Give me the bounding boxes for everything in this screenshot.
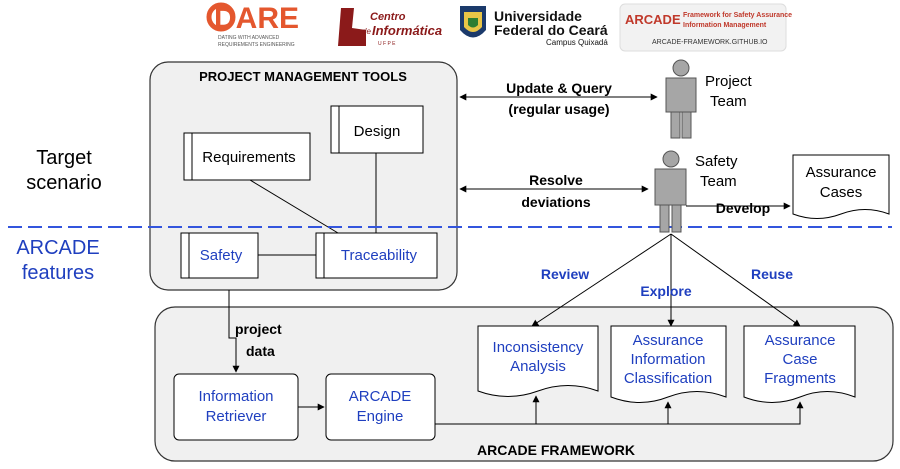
fragments-label-2: Case	[782, 351, 817, 368]
assurance-cases-label-2: Cases	[820, 184, 863, 201]
safety-team-label-2: Team	[700, 173, 737, 190]
requirements-trace-link	[249, 179, 339, 234]
pmt-title: PROJECT MANAGEMENT TOOLS	[199, 69, 407, 84]
cin-emblem-icon	[338, 8, 366, 46]
arcade-logo: ARCADE Framework for Safety Assurance In…	[619, 3, 792, 52]
design-module	[330, 105, 424, 154]
develop-label: Develop	[716, 200, 770, 216]
project-team-label-2: Team	[710, 93, 747, 110]
target-scenario-label-2: scenario	[26, 172, 102, 194]
traceability-module	[315, 232, 438, 279]
arcade-framework-title: ARCADE FRAMEWORK	[477, 442, 635, 458]
traceability-label: Traceability	[341, 247, 418, 264]
target-scenario-label-1: Target	[36, 147, 92, 169]
arcade-logo-line-1: Framework for Safety Assurance	[683, 12, 792, 19]
project-data-label-1: project	[235, 321, 282, 337]
safety-team-person-icon	[654, 150, 687, 233]
ufc-line-2: Federal do Ceará	[494, 22, 608, 38]
classification-label-2: Information	[630, 351, 705, 368]
cin-line-2b: Informática	[372, 23, 442, 38]
update-query-label-2: (regular usage)	[508, 101, 609, 117]
resolve-label-1: Resolve	[529, 172, 583, 188]
arcade-logo-url: ARCADE-FRAMEWORK.GITHUB.IO	[652, 39, 768, 46]
project-team-label-1: Project	[705, 73, 753, 90]
assurance-cases-label-1: Assurance	[806, 164, 877, 181]
arcade-features-label-2: features	[22, 262, 94, 284]
engine-to-fragments-arrow	[668, 401, 804, 425]
information-retriever-box	[173, 373, 299, 441]
resolve-label-2: deviations	[521, 194, 590, 210]
review-label: Review	[541, 266, 589, 282]
design-label: Design	[354, 123, 401, 140]
ufc-logo: Universidade Federal do Ceará Campus Qui…	[460, 6, 608, 47]
arcade-logo-line-2: Information Management	[683, 22, 767, 29]
reuse-label: Reuse	[751, 266, 793, 282]
inconsistency-label-2: Analysis	[510, 358, 566, 375]
classification-label-3: Classification	[624, 370, 712, 387]
dare-logo: DARE DATING WITH ADVANCED REQUIREMENTS E…	[206, 2, 299, 48]
project-team-person-icon	[665, 59, 697, 139]
explore-label: Explore	[640, 283, 692, 299]
update-query-label-1: Update & Query	[506, 80, 612, 96]
safety-label: Safety	[200, 247, 243, 264]
project-data-arrow	[228, 290, 240, 373]
assurance-cases-doc	[792, 154, 890, 219]
classification-label-1: Assurance	[633, 332, 704, 349]
dare-logo-text: DARE	[214, 2, 299, 35]
safety-team-label-1: Safety	[695, 153, 738, 170]
fragments-label-1: Assurance	[765, 332, 836, 349]
assurance-information-classification-doc	[610, 325, 727, 403]
dare-ring-icon	[206, 2, 236, 32]
assurance-case-fragments-doc	[743, 325, 856, 403]
dare-tagline-2: REQUIREMENTS ENGINEERING	[218, 42, 295, 48]
reuse-arrow	[670, 233, 801, 327]
fragments-label-3: Fragments	[764, 370, 836, 387]
project-data-label-2: data	[246, 343, 275, 359]
inconsistency-analysis-doc	[477, 325, 599, 397]
arcade-engine-label-2: Engine	[357, 408, 404, 425]
safety-module	[180, 232, 259, 279]
arcade-features-label-1: ARCADE	[16, 237, 99, 259]
information-retriever-label-2: Retriever	[206, 408, 267, 425]
cin-logo: Centro de Informática U F P E	[338, 8, 442, 47]
ufc-line-1: Universidade	[494, 8, 582, 24]
cin-line-2a: de	[362, 27, 371, 36]
arcade-engine-label-1: ARCADE	[349, 388, 412, 405]
inconsistency-label-1: Inconsistency	[493, 339, 584, 356]
arcade-logo-text: ARCADE	[625, 12, 681, 27]
dare-tagline-1: DATING WITH ADVANCED	[218, 35, 280, 41]
review-arrow	[531, 233, 672, 327]
cin-line-1: Centro	[370, 11, 406, 23]
information-retriever-label-1: Information	[198, 388, 273, 405]
requirements-label: Requirements	[202, 149, 295, 166]
cin-line-3: U F P E	[378, 41, 396, 47]
requirements-module	[183, 132, 311, 181]
arcade-engine-box	[325, 373, 436, 441]
ufc-line-3: Campus Quixadá	[546, 38, 608, 47]
